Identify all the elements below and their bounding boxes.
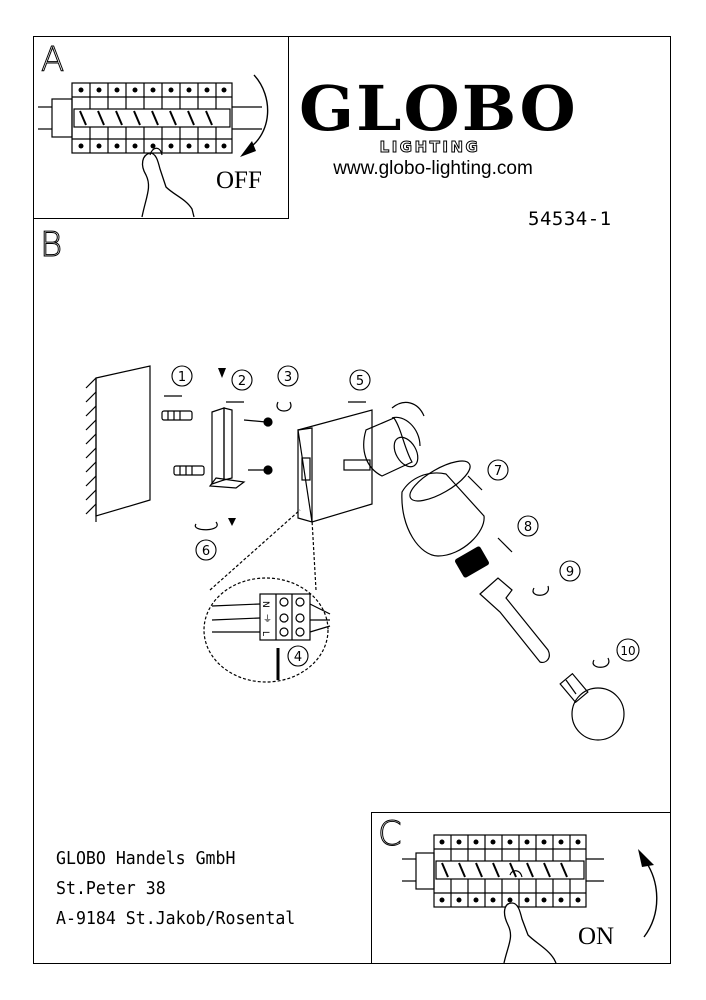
- company-address: GLOBO Handels GmbH St.Peter 38 A-9184 St…: [56, 844, 295, 934]
- rotate-down-arrow-icon: [247, 74, 269, 150]
- panel-c-switch-on: C: [371, 812, 671, 964]
- breaker-box-off-illustration: [38, 74, 269, 218]
- hand-icon: [141, 152, 195, 218]
- switch-off-label: OFF: [216, 167, 262, 194]
- address-street: St.Peter 38: [56, 878, 166, 899]
- address-city: A-9184 St.Jakob/Rosental: [56, 908, 296, 929]
- panel-a-switch-off: A: [33, 36, 289, 219]
- address-company: GLOBO Handels GmbH: [56, 848, 236, 869]
- brand-name: GLOBO: [298, 72, 578, 145]
- article-number: 54534-1: [528, 208, 612, 230]
- panel-letter-c: C: [378, 814, 403, 854]
- brand-subline: LIGHTING: [379, 138, 481, 157]
- page-frame: [33, 36, 671, 964]
- brand-logo: GLOBO: [299, 78, 576, 140]
- panel-letter-a: A: [40, 40, 65, 80]
- brand-website: www.globo-lighting.com: [333, 158, 533, 179]
- panel-letter-b: B: [39, 225, 63, 265]
- rotate-up-arrow-icon: [643, 858, 658, 938]
- switch-on-label: ON: [578, 923, 615, 950]
- breaker-box-on-illustration: [402, 834, 658, 963]
- hand-icon: [503, 902, 557, 963]
